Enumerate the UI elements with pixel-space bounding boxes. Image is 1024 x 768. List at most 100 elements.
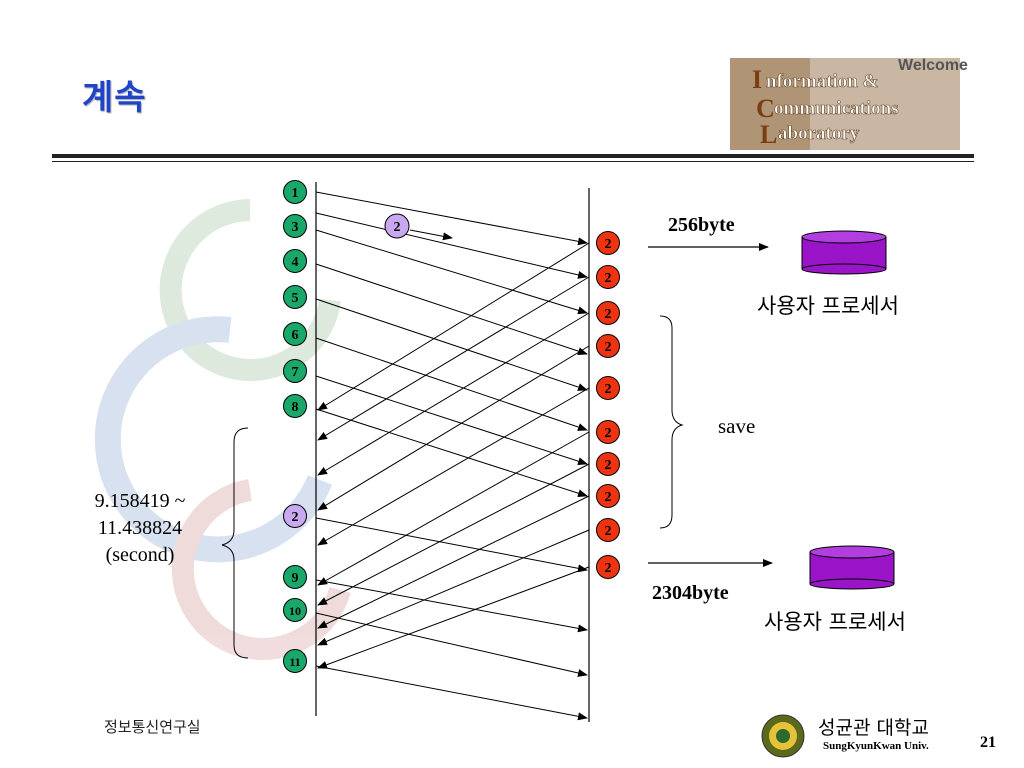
sender-node (283, 249, 307, 273)
watermark (94, 199, 351, 660)
receiver-node (596, 376, 620, 400)
ack-arrow (317, 431, 590, 586)
page-title: 계속 (82, 78, 147, 118)
range-end: 11.438824 (97, 517, 183, 539)
top-process-label: 사용자 프로세서 (757, 294, 899, 318)
data-segment-arrow (315, 337, 588, 431)
sender-node-label: 3 (292, 220, 299, 235)
ack-arrows (317, 242, 590, 669)
lab-logo: Welcome I nformation & C ommunications L… (730, 57, 968, 150)
logo-initial-c: C (756, 94, 775, 123)
sender-node-label: 6 (292, 328, 299, 343)
save-brace (659, 315, 684, 529)
header-rule-thick (52, 154, 974, 158)
receiver-node-label: 2 (605, 237, 612, 252)
data-segment-arrows (315, 191, 588, 721)
receiver-node (596, 452, 620, 476)
receiver-node-label: 2 (605, 307, 612, 322)
logo-initial-l: L (760, 120, 777, 149)
logo-welcome: Welcome (898, 57, 968, 74)
university-seal-icon (761, 714, 805, 758)
ack-arrow (317, 495, 590, 629)
sender-node (283, 504, 307, 528)
receiver-node-label: 2 (605, 382, 612, 397)
sender-node (283, 598, 307, 622)
sender-node-label: 2 (292, 510, 299, 525)
receiver-node (596, 301, 620, 325)
receiver-node-label: 2 (605, 561, 612, 576)
data-segment-arrow (315, 579, 588, 633)
ack-arrow (317, 566, 590, 669)
logo-shade (730, 58, 810, 150)
receiver-node-label: 2 (605, 524, 612, 539)
receiver-node (596, 334, 620, 358)
ack-arrow (317, 276, 590, 441)
receiver-node-label: 2 (605, 490, 612, 505)
sender-node-label: 1 (292, 186, 299, 201)
range-start: 9.158419 ~ (94, 490, 186, 512)
data-segment-arrow (315, 517, 588, 573)
header-rule-thin (52, 161, 974, 162)
data-segment-arrow (315, 263, 588, 355)
data-segment-arrow (315, 408, 588, 498)
sender-node-label: 11 (289, 655, 300, 669)
data-segment-arrow (315, 665, 588, 721)
receiver-node-label: 2 (605, 340, 612, 355)
sender-node-label: 4 (292, 255, 299, 270)
data-segment-arrow (315, 212, 588, 279)
sender-node-label: 10 (289, 604, 301, 618)
top-bytes-label: 256byte (668, 214, 735, 236)
receiver-node (596, 231, 620, 255)
inflight-segment-label: 2 (394, 220, 401, 235)
logo-initial-i: I (752, 65, 762, 94)
range-brace (221, 427, 249, 659)
university-name-korean: 성균관 대학교 (818, 717, 929, 739)
sender-node (283, 285, 307, 309)
receiver-node-label: 2 (605, 426, 612, 441)
page-number: 21 (980, 734, 996, 751)
receiver-node (596, 420, 620, 444)
receiver-node-label: 2 (605, 458, 612, 473)
receiver-node (596, 265, 620, 289)
receiver-nodes: 2 2 2 2 2 2 2 2 2 2 (596, 231, 620, 579)
logo-line1: nformation & (766, 71, 878, 92)
sender-node-label: 5 (292, 291, 299, 306)
inflight-segment-node (384, 213, 410, 239)
receiver-node-label: 2 (605, 271, 612, 286)
ack-arrow (317, 387, 590, 546)
inflight-arrow (409, 229, 453, 241)
time-range-label: 9.158419 ~ 11.438824 (second) (70, 488, 210, 569)
bottom-process-disk-icon (809, 545, 895, 590)
footer-lab-name: 정보통신연구실 (104, 718, 201, 736)
sender-segment-nodes: 1 3 4 5 6 7 8 2 9 10 11 (283, 180, 307, 673)
data-segment-arrow (315, 298, 588, 391)
sender-node (283, 649, 307, 673)
sender-node (283, 214, 307, 238)
sender-node (283, 180, 307, 204)
top-process-disk-icon (801, 230, 887, 275)
save-label: save (718, 414, 756, 438)
sender-node-label: 8 (292, 400, 299, 415)
ack-arrow (317, 312, 590, 476)
logo-line2: ommunications (774, 98, 899, 119)
receiver-node (596, 484, 620, 508)
range-unit: (second) (105, 544, 175, 566)
data-segment-arrow (315, 191, 588, 246)
logo-line3: aboratory (778, 123, 860, 144)
data-segment-arrow (315, 612, 588, 677)
ack-arrow (317, 463, 590, 606)
ack-arrow (317, 529, 590, 646)
receiver-node (596, 555, 620, 579)
university-name-english: SungKyunKwan Univ. (823, 740, 929, 752)
bottom-process-label: 사용자 프로세서 (764, 610, 906, 634)
ack-arrow (317, 242, 590, 411)
sender-node-label: 9 (292, 571, 299, 586)
sender-node-label: 7 (292, 365, 299, 380)
data-segment-arrow (315, 375, 588, 466)
data-segment-arrow (315, 229, 588, 315)
receiver-node (596, 518, 620, 542)
ack-arrow (317, 345, 590, 511)
sender-node (283, 359, 307, 383)
sender-node (283, 394, 307, 418)
